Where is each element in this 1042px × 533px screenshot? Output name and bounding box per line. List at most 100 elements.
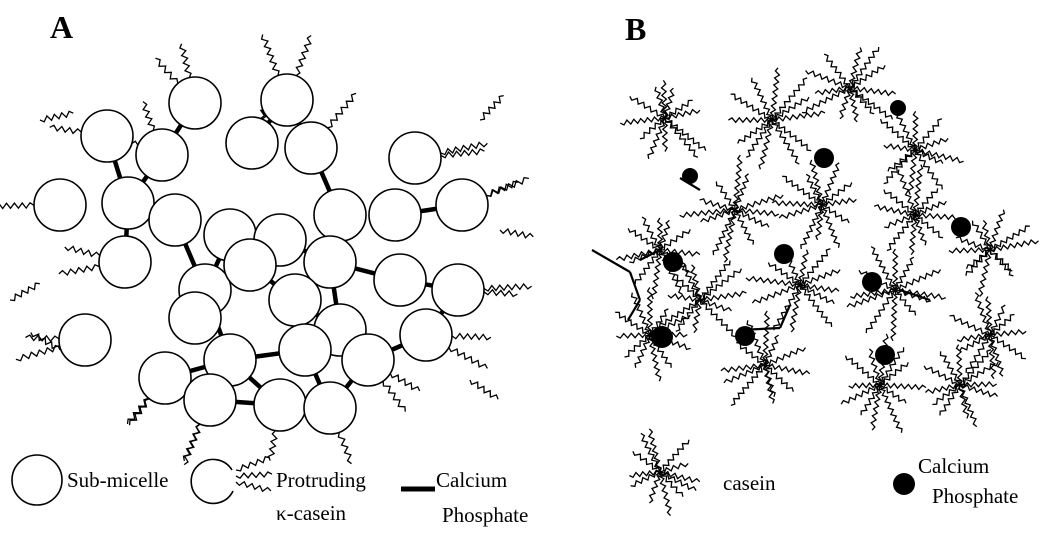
casein-chain bbox=[884, 214, 915, 227]
sub-micelle bbox=[34, 179, 86, 231]
kappa-casein-hair bbox=[236, 472, 272, 478]
casein-chain bbox=[676, 300, 700, 331]
legend-casein-label: casein bbox=[723, 471, 776, 495]
kappa-casein-hair bbox=[486, 178, 529, 197]
kappa-casein-hair bbox=[338, 432, 351, 463]
sub-micelle bbox=[99, 236, 151, 288]
casein-chain bbox=[990, 210, 1004, 250]
casein-chain bbox=[738, 120, 772, 144]
casein-star bbox=[802, 47, 896, 122]
casein-star bbox=[620, 80, 705, 159]
casein-chain bbox=[731, 94, 772, 120]
casein-chain bbox=[910, 215, 917, 255]
kappa-casein-hair bbox=[452, 334, 491, 340]
sub-micelle bbox=[102, 177, 154, 229]
legend-calcium-label-line2-a: Phosphate bbox=[442, 503, 528, 527]
kappa-casein-hair bbox=[470, 380, 498, 399]
casein-chain bbox=[880, 385, 906, 403]
casein-chain bbox=[895, 257, 914, 290]
legend-b: casein Calcium Phosphate bbox=[629, 429, 1018, 516]
casein-chain bbox=[824, 54, 850, 88]
legend-a: Sub-micelle Protruding κ-casein Calcium … bbox=[12, 455, 528, 527]
calcium-phosphate-dot bbox=[774, 244, 794, 264]
sub-micelle bbox=[369, 189, 421, 241]
legend-calcium-label-line1-b: Calcium bbox=[918, 454, 989, 478]
kappa-casein-hair bbox=[26, 335, 60, 341]
kappa-casein-hair bbox=[31, 333, 60, 351]
sub-micelle bbox=[149, 194, 201, 246]
legend-protruding-label-line1: Protruding bbox=[276, 468, 366, 492]
casein-network-model bbox=[592, 47, 1039, 433]
legend-protruding-label-line2: κ-casein bbox=[276, 501, 347, 525]
sub-micelles bbox=[34, 74, 488, 434]
kappa-casein-hair bbox=[180, 44, 191, 78]
casein-chain bbox=[735, 209, 779, 217]
casein-chain bbox=[884, 150, 915, 184]
casein-chain bbox=[871, 385, 881, 430]
casein-chain bbox=[990, 330, 1026, 337]
casein-chain bbox=[735, 210, 754, 245]
kappa-casein-hair bbox=[236, 457, 270, 471]
calcium-phosphate-dot bbox=[951, 217, 971, 237]
sub-micelle bbox=[432, 264, 484, 316]
calcium-phosphate-dot bbox=[735, 326, 755, 346]
calcium-phosphate-dot bbox=[814, 148, 834, 168]
sub-micelle bbox=[314, 189, 366, 241]
kappa-casein-hair bbox=[500, 229, 533, 238]
casein-chain bbox=[700, 300, 732, 311]
kappa-casein-hair bbox=[449, 347, 488, 368]
casein-chain bbox=[800, 285, 832, 327]
legend-sub-micelle-label: Sub-micelle bbox=[67, 468, 168, 492]
casein-star bbox=[629, 429, 699, 516]
casein-star bbox=[772, 160, 856, 249]
connecting-strand bbox=[780, 305, 790, 328]
sub-micelle bbox=[342, 334, 394, 386]
sub-micelle bbox=[59, 314, 111, 366]
casein-chain bbox=[790, 285, 800, 332]
panel-b-letter: B bbox=[625, 11, 646, 47]
casein-star bbox=[728, 68, 825, 170]
sub-micelle bbox=[169, 77, 221, 129]
calcium-phosphate-dot bbox=[890, 100, 906, 116]
casein-chain bbox=[736, 343, 765, 365]
kappa-casein-hair bbox=[155, 58, 177, 83]
casein-chain bbox=[635, 335, 650, 368]
sub-micelle bbox=[389, 132, 441, 184]
casein-chain bbox=[616, 333, 650, 338]
casein-star bbox=[881, 110, 964, 195]
casein-chain bbox=[950, 316, 991, 336]
casein-chain bbox=[806, 71, 850, 89]
kappa-casein-hair bbox=[10, 283, 40, 300]
kappa-casein-hair bbox=[480, 96, 504, 120]
casein-chain bbox=[822, 163, 839, 205]
sub-micelle bbox=[184, 374, 236, 426]
casein-chain bbox=[782, 176, 822, 205]
sub-micelle bbox=[136, 129, 188, 181]
kappa-casein-hair bbox=[328, 93, 357, 128]
sub-micelle bbox=[285, 122, 337, 174]
casein-stars bbox=[615, 47, 1038, 433]
casein-chain bbox=[880, 362, 908, 385]
kappa-casein-hair bbox=[296, 36, 311, 76]
calcium-phosphate-dot bbox=[875, 345, 895, 365]
kappa-casein-hair bbox=[143, 102, 155, 131]
kappa-casein-hair bbox=[383, 381, 405, 412]
sub-micelle bbox=[400, 309, 452, 361]
calcium-phosphate-dot bbox=[682, 168, 698, 184]
casein-chain bbox=[721, 363, 765, 372]
kappa-casein-hair bbox=[0, 203, 34, 209]
calcium-phosphate-dot bbox=[651, 326, 673, 348]
casein-chain bbox=[932, 385, 960, 405]
kappa-casein-hair bbox=[40, 111, 73, 121]
kappa-casein-hair bbox=[390, 373, 419, 391]
calcium-phosphate-dot bbox=[663, 252, 683, 272]
sub-micelle bbox=[254, 379, 306, 431]
kappa-casein-hair bbox=[65, 246, 100, 256]
casein-chain bbox=[822, 205, 849, 223]
casein-chain bbox=[957, 345, 963, 385]
casein-chain bbox=[801, 205, 822, 249]
legend-calcium-label-line1-a: Calcium bbox=[436, 468, 507, 492]
legend-protruding-symbol-hairs bbox=[236, 457, 272, 492]
casein-star bbox=[721, 311, 810, 405]
